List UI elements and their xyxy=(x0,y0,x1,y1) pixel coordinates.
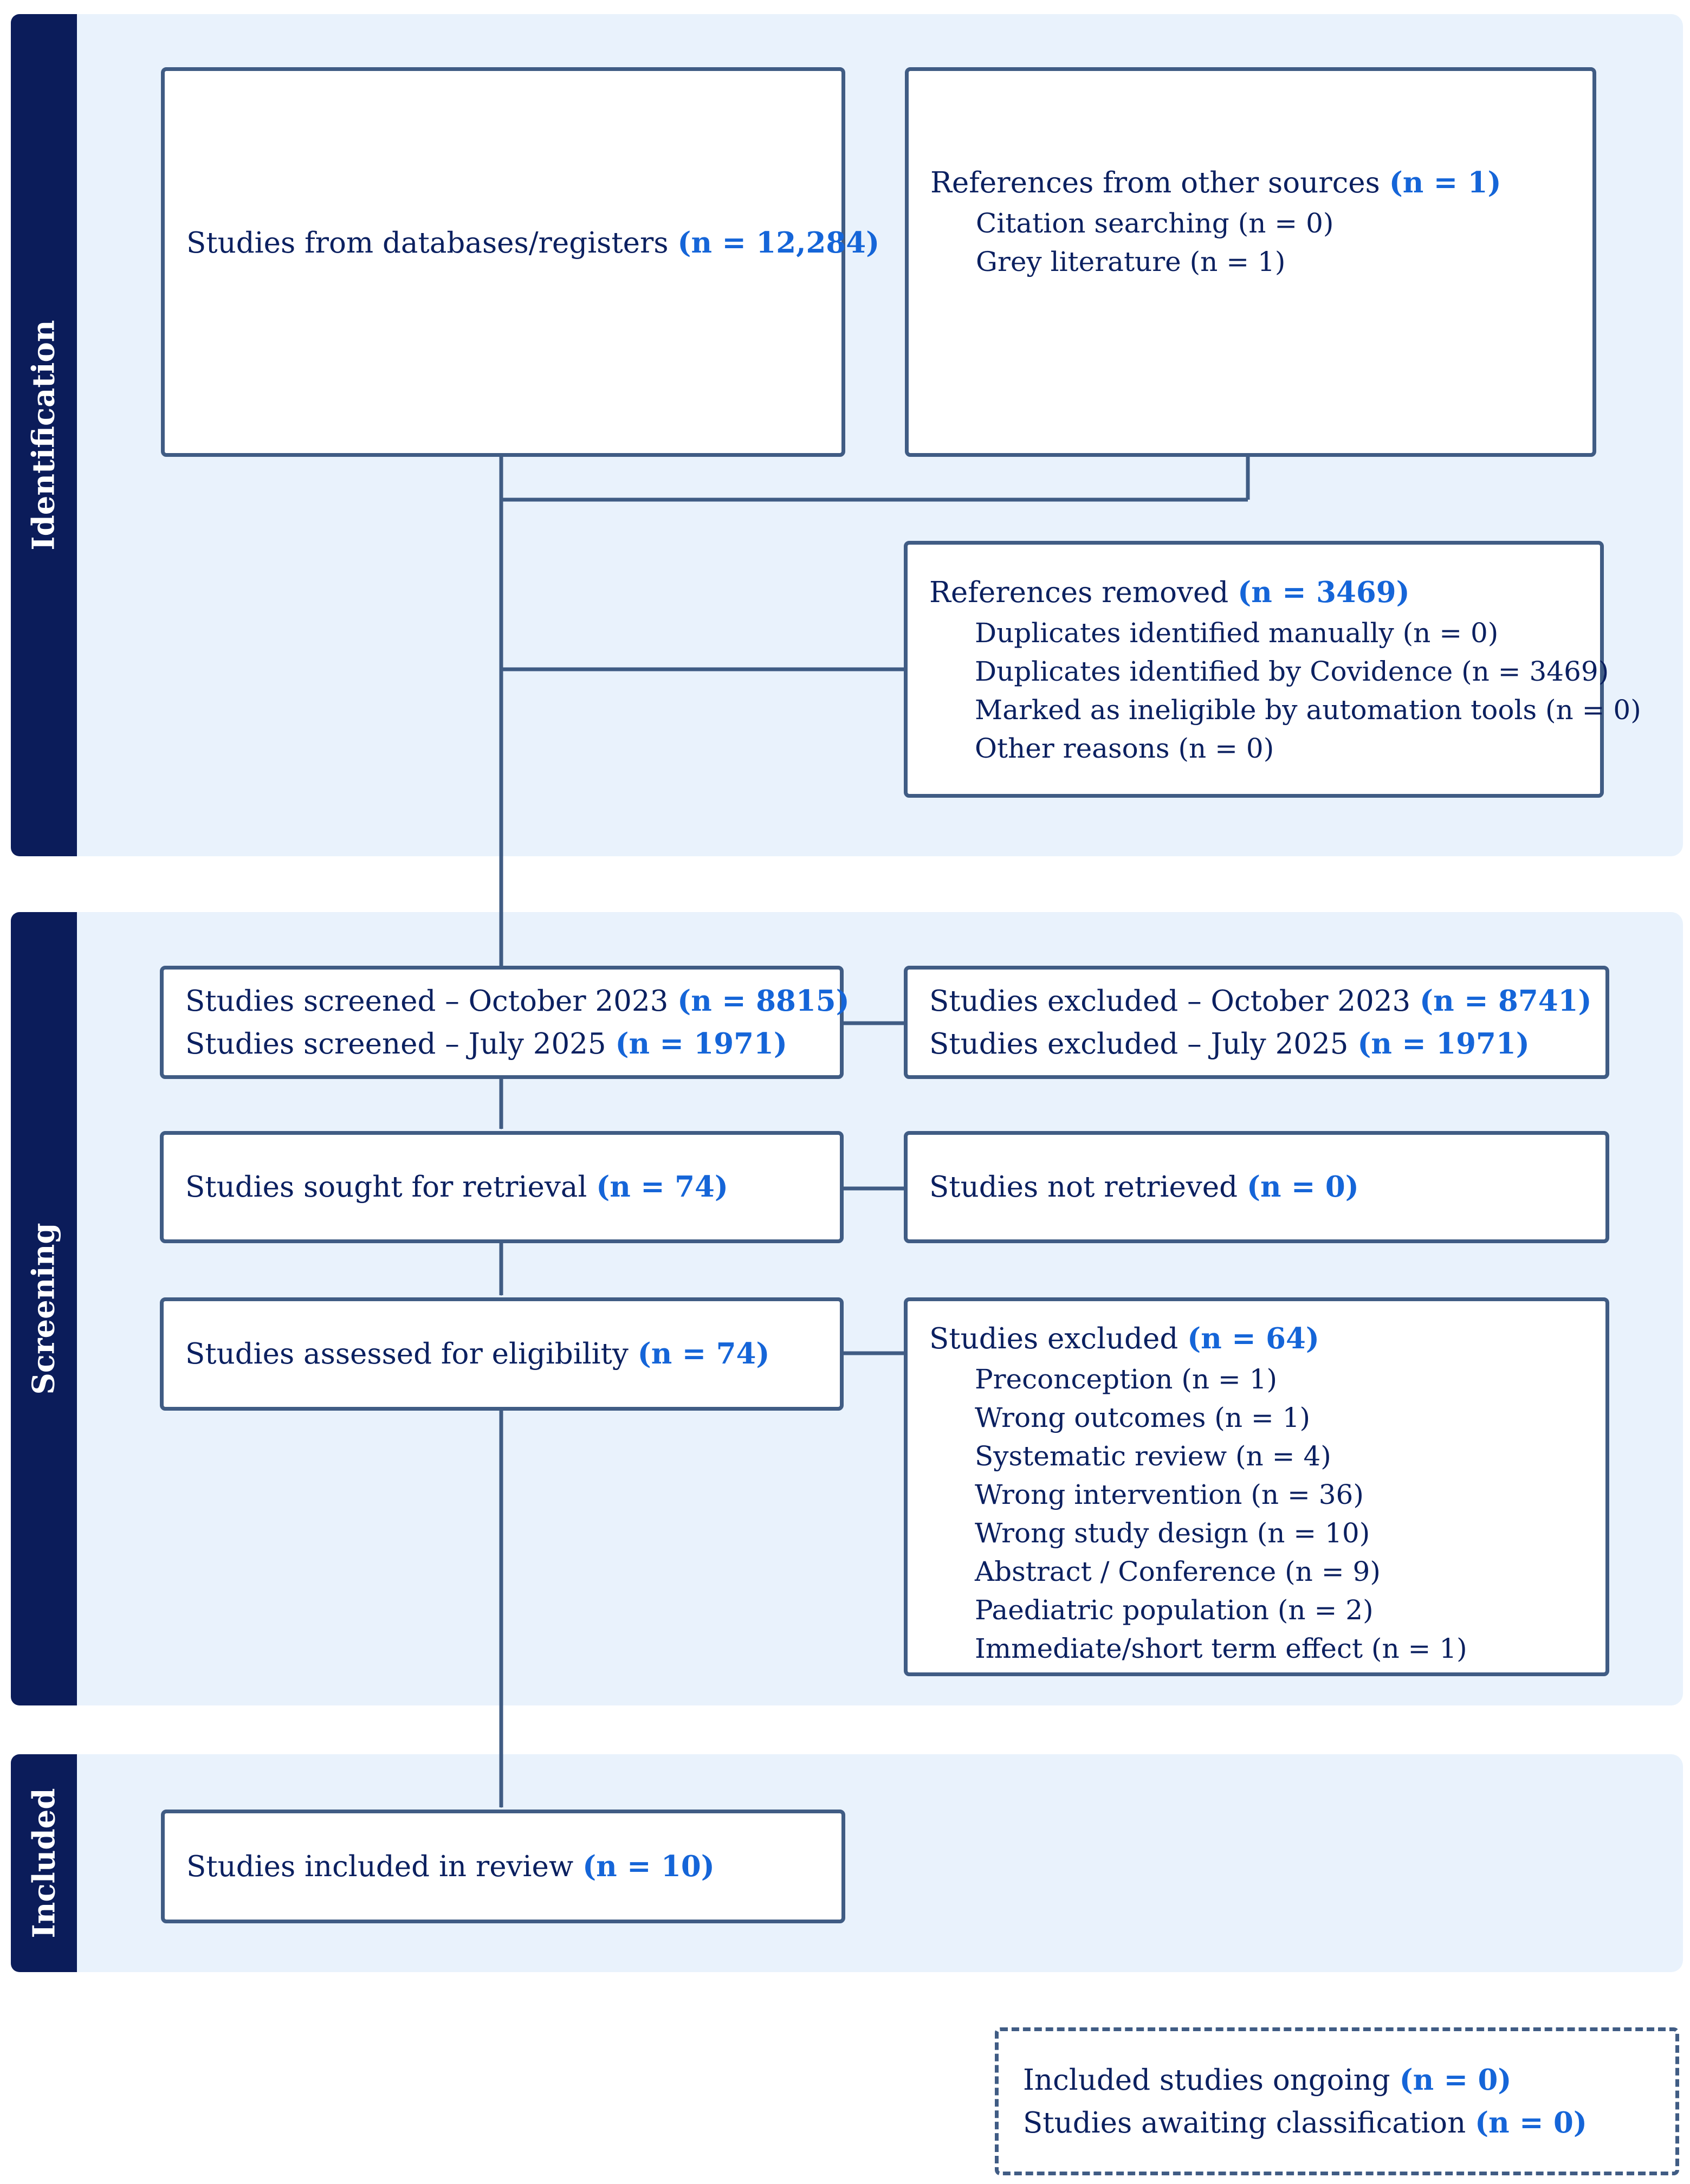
ongoing-count: (n = 0) xyxy=(1399,2063,1512,2097)
assessed-box: Studies assessed for eligibility (n = 74… xyxy=(160,1297,844,1411)
excluded-full-box: Studies excluded (n = 64) Preconception … xyxy=(904,1297,1609,1676)
screened-jul-text: Studies screened – July 2025 xyxy=(185,1027,606,1061)
not-retrieved-count: (n = 0) xyxy=(1246,1170,1359,1204)
removed-item: Other reasons (n = 0) xyxy=(975,732,1274,764)
sought-box: Studies sought for retrieval (n = 74) xyxy=(160,1131,844,1243)
other-sources-text: References from other sources xyxy=(930,166,1380,199)
exclusion-reason: Wrong study design (n = 10) xyxy=(975,1517,1370,1549)
removed-item: Duplicates identified manually (n = 0) xyxy=(975,617,1499,649)
awaiting-text: Studies awaiting classification xyxy=(1023,2106,1466,2140)
removed-item: Duplicates identified by Covidence (n = … xyxy=(975,655,1609,687)
other-sources-count: (n = 1) xyxy=(1389,166,1501,199)
screened-oct-count: (n = 8815) xyxy=(677,984,850,1018)
exclusion-reason: Wrong outcomes (n = 1) xyxy=(975,1402,1311,1433)
awaiting-count: (n = 0) xyxy=(1475,2105,1587,2140)
included-text: Studies included in review xyxy=(186,1850,574,1883)
assessed-text: Studies assessed for eligibility xyxy=(185,1337,629,1371)
exclusion-reason: Abstract / Conference (n = 9) xyxy=(975,1556,1381,1587)
databases-text: Studies from databases/registers xyxy=(186,227,669,260)
included-box: Studies included in review (n = 10) xyxy=(161,1810,845,1923)
sought-text: Studies sought for retrieval xyxy=(185,1171,587,1204)
ongoing-box: Included studies ongoing (n = 0) Studies… xyxy=(995,2027,1679,2175)
screening-label: Screening xyxy=(11,912,77,1705)
assessed-count: (n = 74) xyxy=(637,1337,770,1371)
exclusion-reason: Paediatric population (n = 2) xyxy=(975,1594,1374,1626)
screened-box: Studies screened – October 2023 (n = 881… xyxy=(160,966,850,1079)
excluded-screen-box: Studies excluded – October 2023 (n = 874… xyxy=(904,966,1609,1079)
removed-item: Marked as ineligible by automation tools… xyxy=(975,694,1641,726)
excluded-oct-count: (n = 8741) xyxy=(1420,984,1592,1018)
exclusion-reason: Immediate/short term effect (n = 1) xyxy=(975,1633,1467,1664)
excluded-full-text: Studies excluded xyxy=(929,1322,1179,1355)
sought-count: (n = 74) xyxy=(596,1170,728,1204)
excluded-full-count: (n = 64) xyxy=(1187,1322,1319,1355)
databases-count: (n = 12,284) xyxy=(677,226,880,260)
excluded-jul-text: Studies excluded – July 2025 xyxy=(929,1027,1349,1061)
excluded-oct-text: Studies excluded – October 2023 xyxy=(929,984,1411,1018)
identification-label: Identification xyxy=(11,14,77,856)
included-label: Included xyxy=(11,1754,77,1972)
not-retrieved-text: Studies not retrieved xyxy=(929,1171,1238,1204)
other-sources-box: References from other sources (n = 1) Ci… xyxy=(905,67,1596,457)
exclusion-reason: Preconception (n = 1) xyxy=(975,1364,1278,1395)
exclusion-reason: Systematic review (n = 4) xyxy=(975,1440,1331,1472)
databases-box: Studies from databases/registers (n = 12… xyxy=(161,67,879,457)
other-sources-item: Grey literature (n = 1) xyxy=(976,246,1286,277)
exclusion-reason: Wrong intervention (n = 36) xyxy=(975,1479,1364,1510)
removed-count: (n = 3469) xyxy=(1238,575,1410,609)
excluded-jul-count: (n = 1971) xyxy=(1357,1026,1530,1061)
not-retrieved-box: Studies not retrieved (n = 0) xyxy=(904,1131,1609,1243)
removed-text: References removed xyxy=(929,576,1229,609)
other-sources-item: Citation searching (n = 0) xyxy=(976,208,1334,239)
screened-oct-text: Studies screened – October 2023 xyxy=(185,984,669,1018)
screened-jul-count: (n = 1971) xyxy=(615,1026,787,1061)
included-count: (n = 10) xyxy=(582,1849,715,1883)
removed-box: References removed (n = 3469) Duplicates… xyxy=(904,541,1641,798)
ongoing-text: Included studies ongoing xyxy=(1023,2063,1390,2097)
